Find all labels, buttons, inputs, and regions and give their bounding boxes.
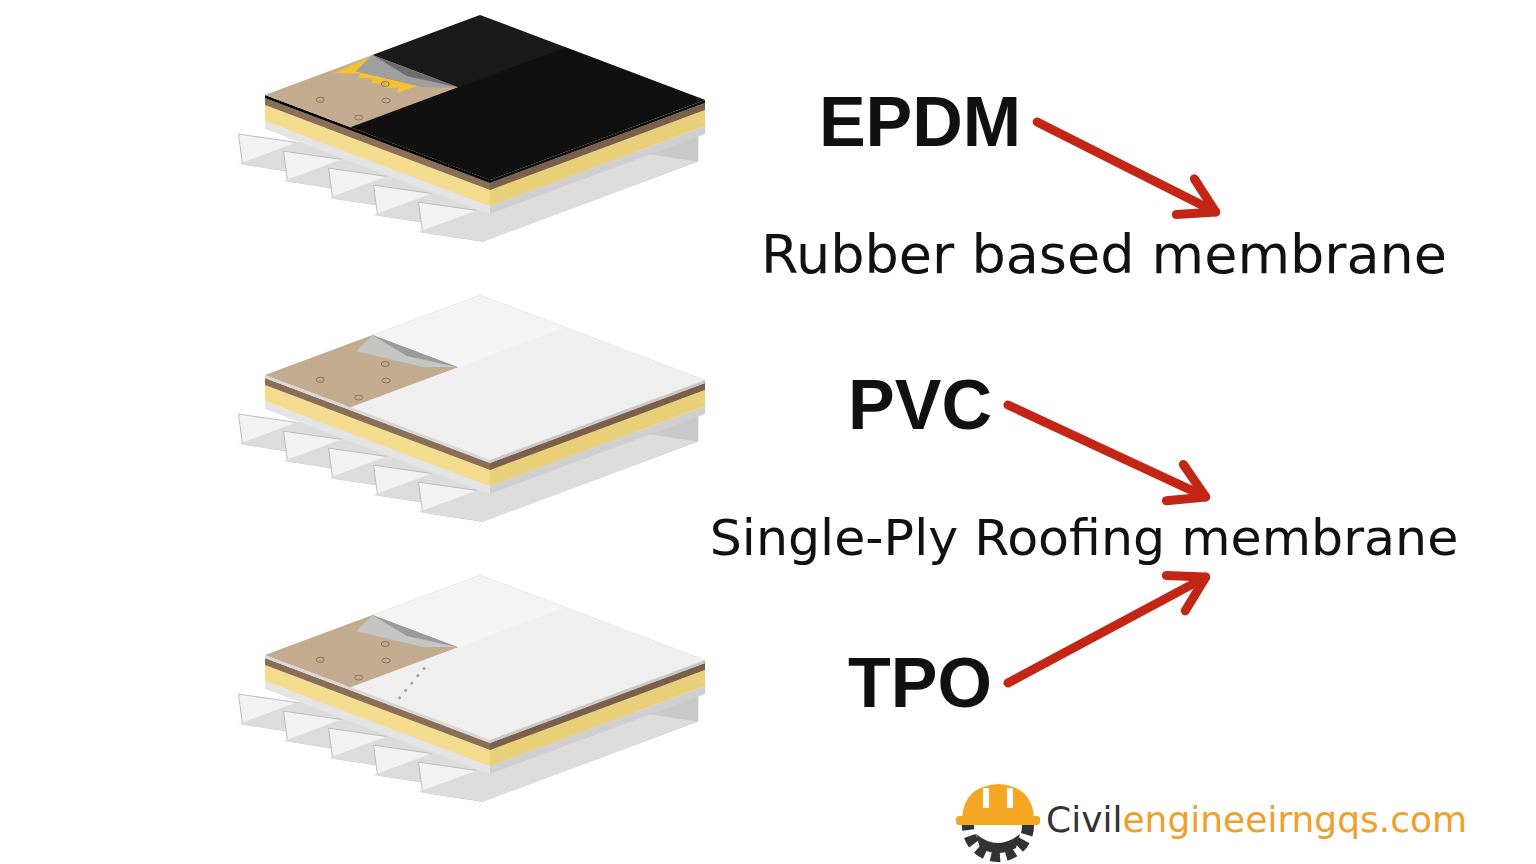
red-arrow — [1037, 122, 1216, 215]
membrane-type: Single-Ply Roofing membrane — [704, 505, 1465, 571]
roof-panel — [239, 575, 706, 802]
material-name-text: EPDM — [819, 84, 1021, 161]
membrane-type: Rubber based membrane — [755, 220, 1453, 290]
watermark: Civilengineeirngqs.com — [1046, 800, 1467, 840]
material-name: EPDM — [813, 80, 1027, 165]
red-arrow — [1008, 576, 1206, 684]
material-name: TPO — [842, 641, 998, 726]
material-name-text: PVC — [848, 367, 992, 444]
red-arrow — [1008, 405, 1206, 501]
material-name-text: TPO — [848, 645, 992, 722]
material-name: PVC — [842, 363, 998, 448]
membrane-type-text: Rubber based membrane — [761, 224, 1447, 286]
membrane-type-text: Single-Ply Roofing membrane — [710, 509, 1459, 567]
watermark-text: Civil — [1046, 800, 1122, 840]
roof-panel — [239, 295, 706, 522]
roof-panel — [239, 15, 706, 241]
gear-helmet-icon — [956, 784, 1040, 856]
watermark-text: engineeirngqs.com — [1122, 800, 1467, 840]
